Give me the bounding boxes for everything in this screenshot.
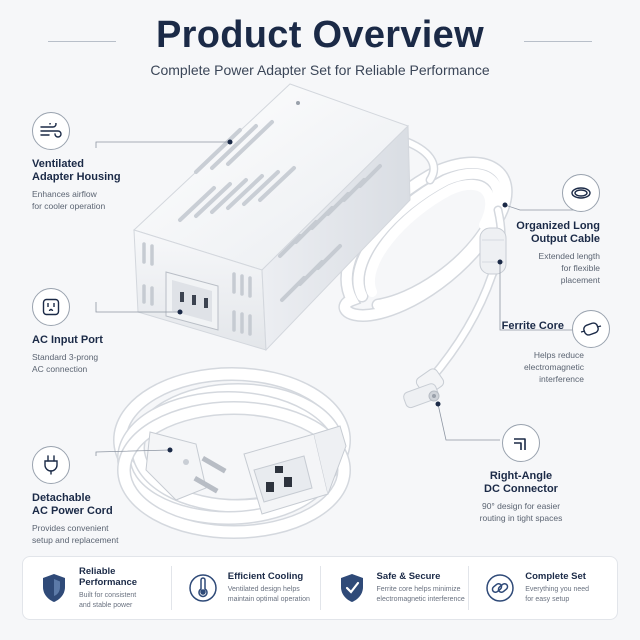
feature-title-line: AC Input Port: [32, 334, 103, 346]
feature-ferrite-core: Ferrite Core Helps reduce electromagnetic…: [470, 310, 610, 385]
feature-title-line: Detachable: [32, 492, 91, 504]
coiled-cable-icon: [562, 174, 600, 212]
benefit-safe-secure: Safe & Secure Ferrite core helps minimiz…: [319, 566, 469, 610]
feature-desc-line: Enhances airflow: [32, 189, 97, 199]
shield-icon: [37, 571, 71, 605]
feature-desc-line: routing in tight spaces: [479, 513, 563, 523]
feature-desc-line: AC connection: [32, 364, 88, 374]
feature-desc-line: Standard 3-prong: [32, 352, 99, 362]
ferrite-core-icon: [572, 310, 610, 348]
benefits-bar: Reliable Performance Built for consisten…: [22, 556, 618, 620]
feature-desc-line: Extended length: [538, 251, 600, 261]
benefit-desc-line: Ferrite core helps minimize: [376, 586, 461, 593]
benefit-title: Reliable Performance: [79, 565, 138, 588]
feature-desc-line: for cooler operation: [32, 201, 106, 211]
title-divider-right: [524, 41, 592, 42]
adapter-brick: [133, 83, 411, 352]
benefit-reliable-performance: Reliable Performance Built for consisten…: [23, 566, 171, 610]
airflow-icon: [32, 112, 70, 150]
title-divider-left: [48, 41, 116, 42]
benefit-title: Complete Set: [525, 571, 586, 582]
feature-title-line: DC Connector: [484, 483, 558, 495]
feature-title-line: Output Cable: [530, 233, 600, 245]
feature-desc-line: electromagnetic: [523, 362, 584, 372]
benefit-title: Safe & Secure: [376, 571, 441, 582]
benefit-desc-line: Ventilated design helps: [227, 586, 300, 593]
page-title: Product Overview: [156, 14, 484, 56]
feature-ac-input-port: AC Input Port Standard 3-prong AC connect…: [32, 288, 172, 375]
feature-desc-line: placement: [560, 275, 600, 285]
benefit-desc-line: for easy setup: [525, 596, 570, 603]
plug-icon: [32, 446, 70, 484]
feature-title-line: Ventilated: [32, 158, 84, 170]
right-angle-icon: [502, 424, 540, 462]
benefit-desc-line: Built for consistent: [79, 591, 137, 599]
shield-check-icon: [335, 571, 369, 605]
feature-desc-line: setup and replacement: [32, 535, 119, 545]
feature-desc-line: Provides convenient: [32, 523, 109, 533]
feature-title-line: Right-Angle: [489, 470, 553, 482]
benefit-efficient-cooling: Efficient Cooling Ventilated design help…: [170, 566, 320, 610]
link-icon: [483, 571, 517, 605]
benefit-complete-set: Complete Set Everything you need for easy…: [468, 566, 617, 610]
benefit-desc-line: Everything you need: [525, 586, 590, 593]
outlet-icon: [32, 288, 70, 326]
feature-title-line: Adapter Housing: [32, 171, 121, 183]
feature-title-line: Ferrite Core: [501, 320, 564, 332]
feature-desc-line: interference: [539, 374, 584, 384]
feature-desc-line: 90° design for easier: [481, 501, 561, 511]
benefit-desc-line: maintain optimal operation: [227, 596, 310, 603]
page-subtitle: Complete Power Adapter Set for Reliable …: [150, 62, 490, 78]
benefit-title: Efficient Cooling: [227, 571, 304, 582]
nema-plug: [145, 431, 227, 501]
iec-connector: [243, 425, 347, 515]
benefit-desc-line: and stable power: [79, 601, 133, 609]
feature-desc-line: Helps reduce: [533, 350, 584, 360]
leader-lines: [95, 141, 586, 456]
thermometer-icon: [186, 571, 220, 605]
dc-connector-plug: [403, 368, 445, 409]
benefit-desc-line: electromagnetic interference: [376, 596, 465, 603]
feature-title-line: AC Power Cord: [32, 505, 113, 517]
feature-desc-line: for flexible: [561, 263, 600, 273]
feature-title-line: Organized Long: [516, 220, 600, 232]
